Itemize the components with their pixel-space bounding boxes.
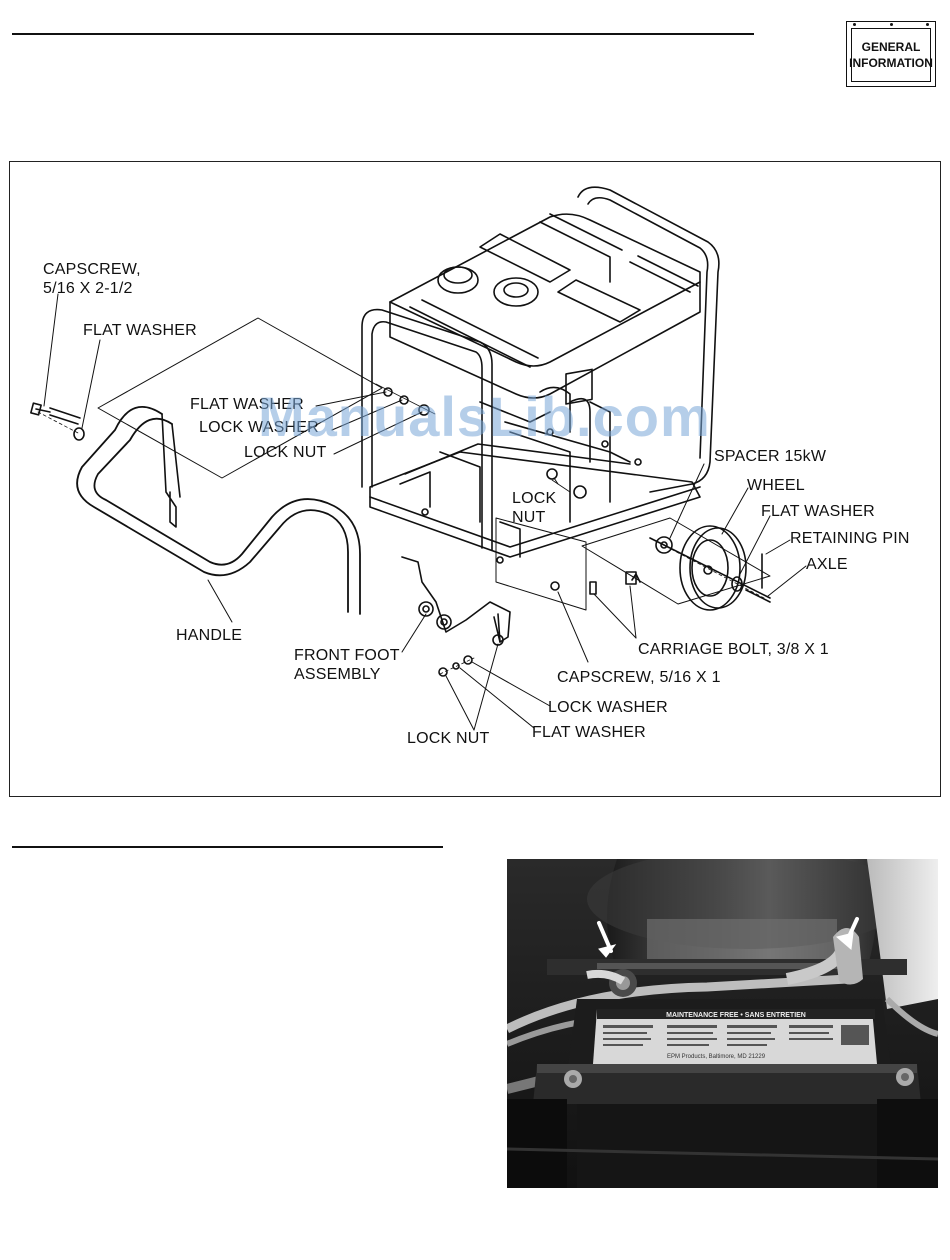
front-foot-bracket <box>401 556 511 643</box>
label-lock-nut-mid: LOCK NUT <box>512 490 557 526</box>
left-flat-washer <box>73 427 85 441</box>
label-axle: AXLE <box>806 556 848 573</box>
label-lock-washer-frame: LOCK WASHER <box>199 419 319 436</box>
label-lock-nut-foot: LOCK NUT <box>407 730 490 747</box>
label-capscrew-long: CAPSCREW, 5/16 X 2-1/2 <box>43 261 141 297</box>
battery-label-title: MAINTENANCE FREE • SANS ENTRETIEN <box>666 1012 806 1019</box>
section-rule <box>12 846 443 848</box>
label-handle: HANDLE <box>176 627 243 644</box>
label-carriage-bolt: CARRIAGE BOLT, 3/8 X 1 <box>638 641 829 658</box>
badge-rivet-icon <box>890 23 893 26</box>
label-wheel: WHEEL <box>747 477 805 494</box>
leader-capscrew <box>43 293 59 407</box>
header-rule <box>12 33 754 35</box>
spacer <box>655 536 673 554</box>
axle-shaft <box>649 537 771 603</box>
section-badge-text: GENERAL INFORMATION <box>849 28 933 82</box>
short-capscrew <box>550 581 560 591</box>
battery-maker: EPM Products, Baltimore, MD 21229 <box>667 1054 766 1060</box>
label-capscrew-short: CAPSCREW, 5/16 X 1 <box>557 669 721 686</box>
capscrew-projection-plane <box>97 317 383 479</box>
front-frame-tube <box>361 308 493 551</box>
rear-frame-tube <box>577 186 720 493</box>
battery-photo-art: MAINTENANCE FREE • SANS ENTRETIEN EPM Pr… <box>507 859 938 1188</box>
label-flat-washer-left: FLAT WASHER <box>83 322 197 339</box>
badge-rivet-icon <box>926 23 929 26</box>
wheel-tire <box>679 525 741 611</box>
section-badge: GENERAL INFORMATION <box>846 21 936 87</box>
label-lock-nut-frame: LOCK NUT <box>244 444 327 461</box>
label-front-foot-assembly: FRONT FOOT ASSEMBLY <box>294 647 400 683</box>
label-spacer: SPACER 15kW <box>714 448 827 465</box>
leader-flat-washer-left <box>81 339 101 429</box>
battery-photo: MAINTENANCE FREE • SANS ENTRETIEN EPM Pr… <box>507 859 938 1188</box>
label-flat-washer-wheel: FLAT WASHER <box>761 503 875 520</box>
generator-line-art <box>30 186 807 731</box>
long-capscrew <box>35 407 81 425</box>
mid-lock-nut <box>546 468 558 480</box>
label-flat-washer-foot: FLAT WASHER <box>532 724 646 741</box>
label-retaining-pin: RETAINING PIN <box>790 530 910 547</box>
handle-tube <box>76 405 349 613</box>
label-flat-washer-frame: FLAT WASHER <box>190 396 304 413</box>
wheel-projection-plane <box>581 517 771 605</box>
badge-rivet-icon <box>853 23 856 26</box>
rear-frame-tube-inner <box>587 196 709 459</box>
label-lock-washer-foot: LOCK WASHER <box>548 699 668 716</box>
fuel-cap <box>437 266 479 294</box>
foot-projection-plane <box>495 517 587 611</box>
site-watermark: ManualsLib.com <box>258 385 711 448</box>
front-frame-tube-inner <box>371 320 483 549</box>
fuel-tank <box>389 213 701 399</box>
exploded-assembly-diagram: CAPSCREW, 5/16 X 2-1/2 FLAT WASHER FLAT … <box>9 161 941 797</box>
